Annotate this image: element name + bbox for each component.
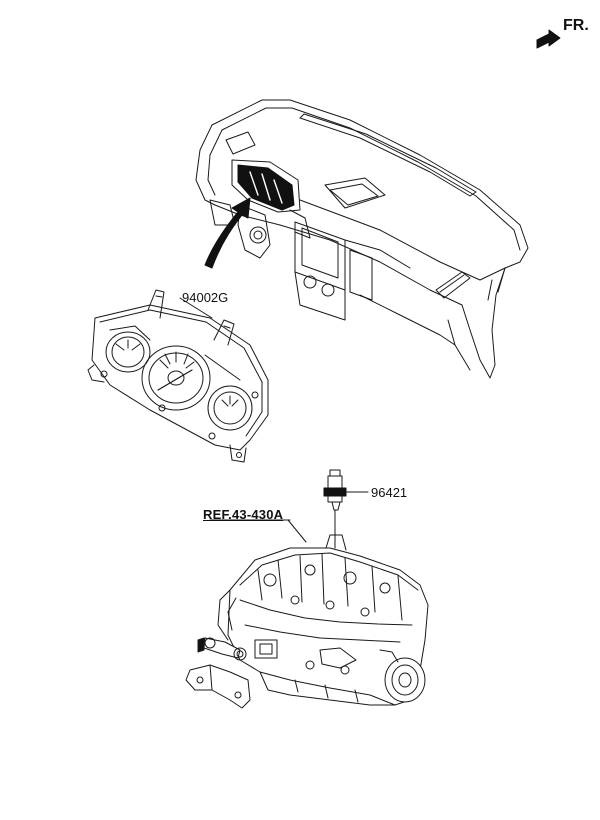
front-arrow-icon: [536, 29, 561, 49]
ref-label-transmission[interactable]: REF.43-430A: [203, 507, 284, 522]
leader-line-ref: [287, 519, 307, 543]
dashboard-panel: [195, 99, 529, 379]
part-number-cluster: 94002G: [182, 290, 229, 305]
instrument-cluster: [87, 289, 269, 463]
part-number-sensor: 96421: [371, 485, 408, 500]
speed-sensor: [323, 469, 353, 511]
leader-line-cluster: [179, 297, 213, 319]
orientation-label: FR.: [563, 17, 589, 34]
transmission: [185, 534, 429, 709]
pointer-arrow-icon: [204, 197, 251, 269]
